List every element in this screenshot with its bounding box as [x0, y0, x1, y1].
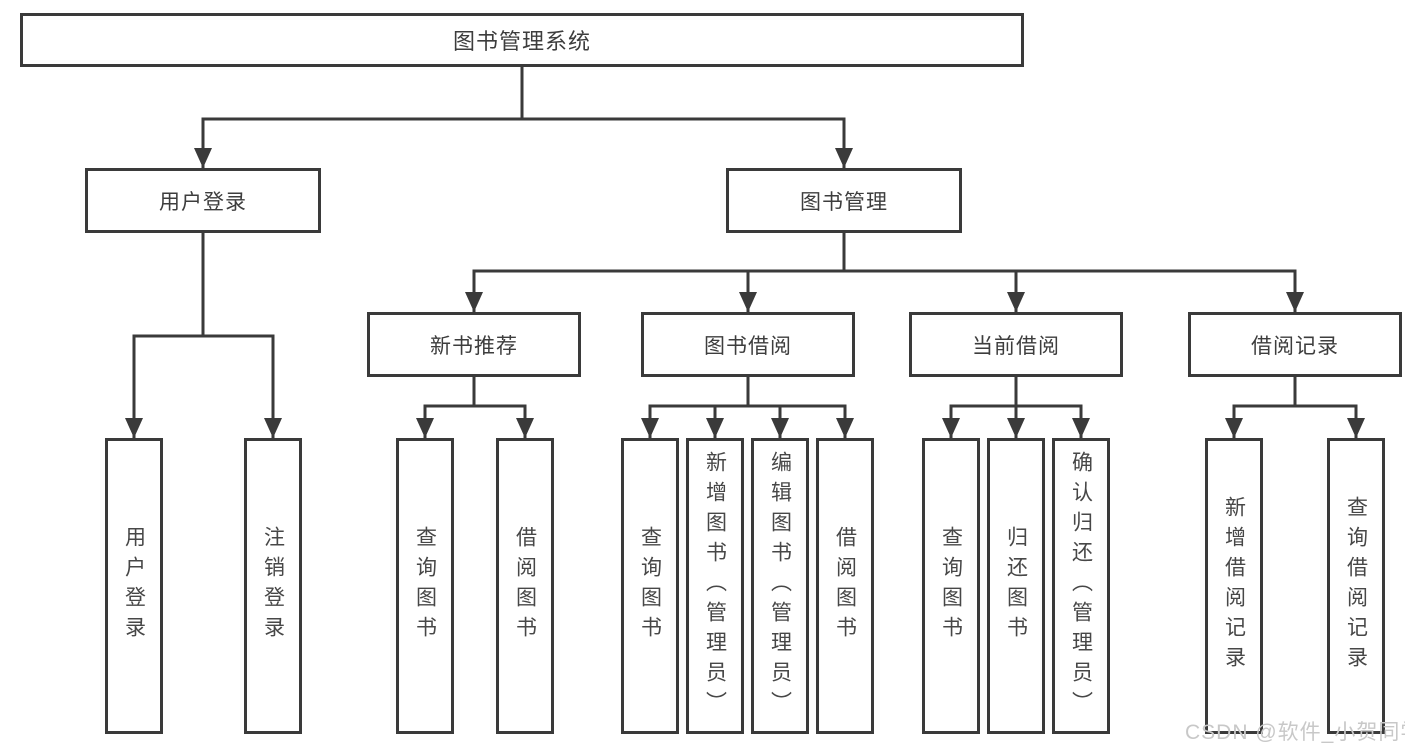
leaf-confirm-return-admin: 确认归还（管理员） [1052, 438, 1110, 734]
leaf-edit-book-admin: 编辑图书（管理员） [751, 438, 809, 734]
leaf-edit-book-admin-label: 编辑图书（管理员） [768, 451, 792, 721]
node-user-login: 用户登录 [85, 168, 321, 233]
leaf-add-borrow-record-label: 新增借阅记录 [1222, 496, 1246, 676]
node-new-book-recommendation: 新书推荐 [367, 312, 581, 377]
leaf-query-books-recommend: 查询图书 [396, 438, 454, 734]
node-library-management-system: 图书管理系统 [20, 13, 1024, 67]
node-current-borrowing: 当前借阅 [909, 312, 1123, 377]
leaf-add-borrow-record: 新增借阅记录 [1205, 438, 1263, 734]
leaf-add-book-admin: 新增图书（管理员） [686, 438, 744, 734]
leaf-query-books-borrowing: 查询图书 [621, 438, 679, 734]
leaf-borrow-books-recommend: 借阅图书 [496, 438, 554, 734]
leaf-logout: 注销登录 [244, 438, 302, 734]
leaf-return-book-label: 归还图书 [1004, 526, 1028, 646]
leaf-borrow-books-label: 借阅图书 [833, 526, 857, 646]
watermark-text: CSDN @软件_小贺同学 [1185, 721, 1405, 744]
node-book-management: 图书管理 [726, 168, 962, 233]
leaf-add-book-admin-label: 新增图书（管理员） [703, 451, 727, 721]
leaf-query-borrow-record: 查询借阅记录 [1327, 438, 1385, 734]
leaf-query-borrow-record-label: 查询借阅记录 [1344, 496, 1368, 676]
leaf-logout-label: 注销登录 [261, 526, 285, 646]
leaf-borrow-books-recommend-label: 借阅图书 [513, 526, 537, 646]
leaf-query-books-borrowing-label: 查询图书 [638, 526, 662, 646]
leaf-user-login: 用户登录 [105, 438, 163, 734]
node-borrowing-records: 借阅记录 [1188, 312, 1402, 377]
leaf-query-books-current-label: 查询图书 [939, 526, 963, 646]
node-book-borrowing: 图书借阅 [641, 312, 855, 377]
leaf-return-book: 归还图书 [987, 438, 1045, 734]
leaf-query-books-recommend-label: 查询图书 [413, 526, 437, 646]
leaf-query-books-current: 查询图书 [922, 438, 980, 734]
leaf-borrow-books: 借阅图书 [816, 438, 874, 734]
leaf-user-login-label: 用户登录 [122, 526, 146, 646]
leaf-confirm-return-admin-label: 确认归还（管理员） [1069, 451, 1093, 721]
